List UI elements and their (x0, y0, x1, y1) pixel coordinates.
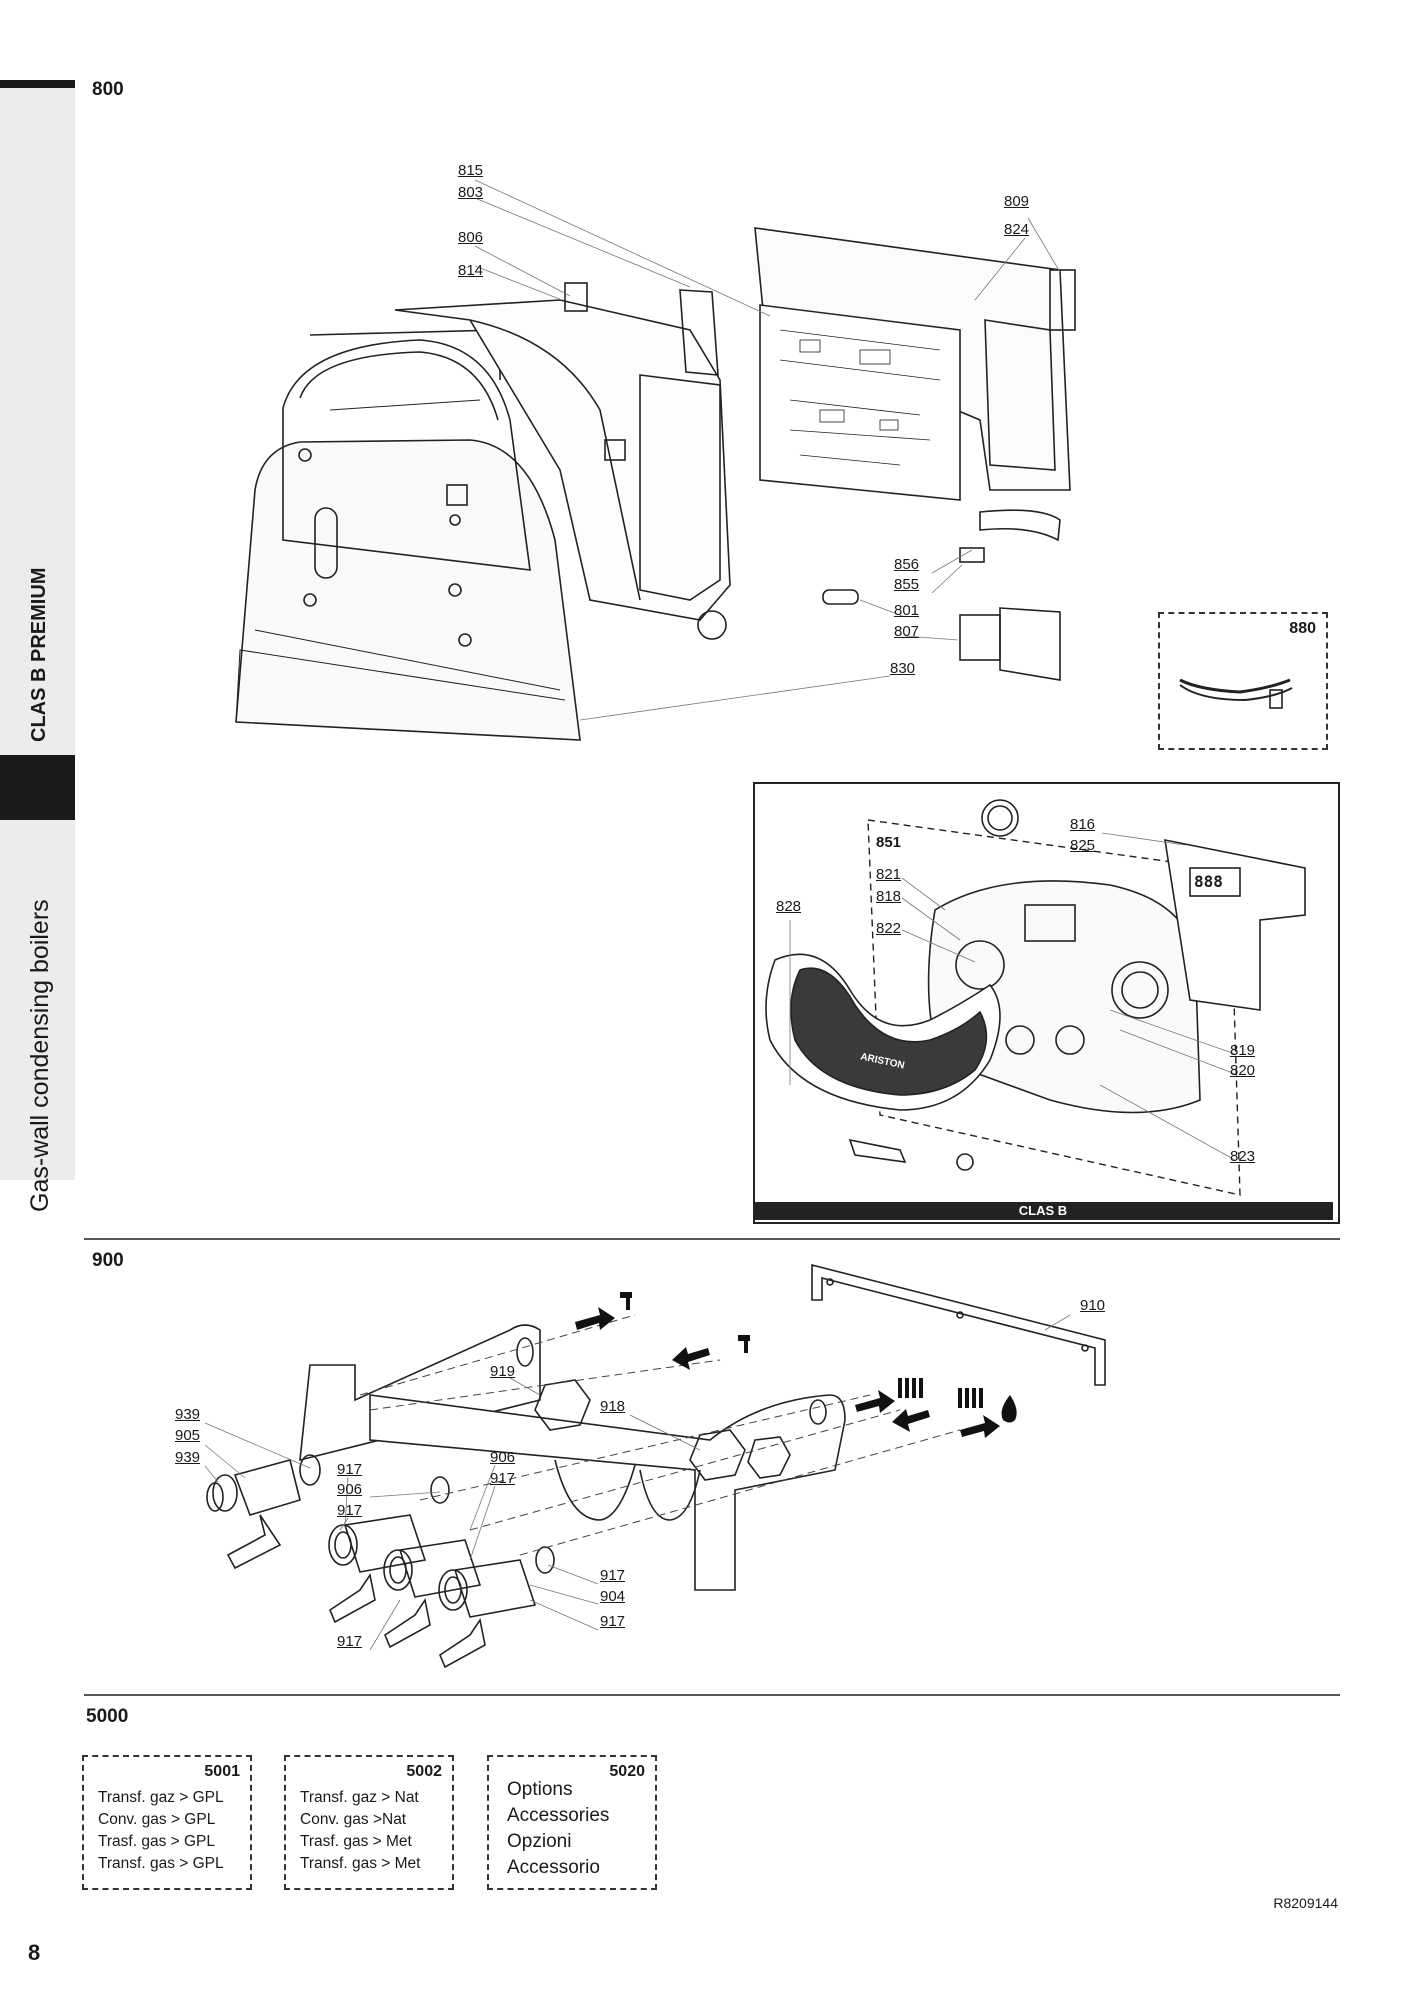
label-815: 815 (458, 162, 484, 179)
kit-5002-line: Trasf. gas > Met (300, 1833, 412, 1850)
label-816: 816 (1070, 816, 1096, 833)
kit-5002-box: 5002 Transf. gaz > Nat Conv. gas >Nat Tr… (284, 1755, 454, 1890)
label-801: 801 (894, 602, 920, 619)
label-806: 806 (458, 229, 484, 246)
label-855: 855 (894, 576, 920, 593)
kit-5001-code: 5001 (204, 1763, 240, 1780)
label-905: 905 (175, 1427, 201, 1444)
label-917-a: 917 (337, 1461, 363, 1478)
label-809: 809 (1004, 193, 1030, 210)
kit-5002-line: Transf. gaz > Nat (300, 1789, 419, 1806)
display-digits: 888 (1194, 872, 1223, 891)
label-917-d: 917 (600, 1567, 626, 1584)
section-5000-title: 5000 (86, 1706, 129, 1727)
clas-b-caption: CLAS B (753, 1202, 1333, 1220)
clas-b-panel (753, 782, 1340, 1224)
kit-5002-code: 5002 (406, 1763, 442, 1780)
label-814: 814 (458, 262, 484, 279)
label-917-f: 917 (337, 1633, 363, 1650)
document-reference: R8209144 (1273, 1895, 1338, 1911)
kit-5020-line: Accessories (507, 1805, 610, 1826)
label-917-b: 917 (337, 1502, 363, 1519)
label-856: 856 (894, 556, 920, 573)
label-803: 803 (458, 184, 484, 201)
kit-5001-line: Conv. gas > GPL (98, 1811, 216, 1828)
sidebar-marker-block (0, 755, 75, 820)
label-917-c: 917 (490, 1470, 516, 1487)
divider-800-900 (84, 1238, 1340, 1240)
kit-5002-line: Conv. gas >Nat (300, 1811, 407, 1828)
kit-5020-line: Options (507, 1779, 573, 1800)
label-818: 818 (876, 888, 902, 905)
label-919: 919 (490, 1363, 516, 1380)
label-917-e: 917 (600, 1613, 626, 1630)
label-823: 823 (1230, 1148, 1256, 1165)
section-900-title: 900 (92, 1250, 124, 1271)
part-880-box: 880 (1158, 612, 1328, 750)
sidebar-top-rule (0, 80, 75, 88)
divider-900-5000 (84, 1694, 1340, 1696)
kit-5001-line: Transf. gas > GPL (98, 1855, 224, 1872)
label-906-b: 906 (490, 1449, 516, 1466)
label-910: 910 (1080, 1297, 1106, 1314)
label-830: 830 (890, 660, 916, 677)
sidebar-band (0, 80, 75, 1180)
section-800-title: 800 (92, 79, 124, 100)
kit-5020-box: 5020 Options Accessories Opzioni Accesso… (487, 1755, 657, 1890)
label-918: 918 (600, 1398, 626, 1415)
label-904: 904 (600, 1588, 626, 1605)
label-906-a: 906 (337, 1481, 363, 1498)
label-828: 828 (776, 898, 802, 915)
label-939-top: 939 (175, 1406, 201, 1423)
label-851: 851 (876, 834, 902, 851)
page-number: 8 (28, 1940, 41, 1965)
kit-5020-line: Opzioni (507, 1831, 572, 1852)
kit-5001-line: Trasf. gas > GPL (98, 1833, 216, 1850)
label-819: 819 (1230, 1042, 1256, 1059)
label-822: 822 (876, 920, 902, 937)
kit-5020-line: Accessorio (507, 1857, 600, 1878)
part-880-code: 880 (1289, 620, 1316, 637)
kit-5001-line: Transf. gaz > GPL (98, 1789, 224, 1806)
label-821: 821 (876, 866, 902, 883)
kit-5002-line: Transf. gas > Met (300, 1855, 421, 1872)
label-820: 820 (1230, 1062, 1256, 1079)
label-825: 825 (1070, 837, 1096, 854)
label-939-bottom: 939 (175, 1449, 201, 1466)
kit-5020-code: 5020 (609, 1763, 645, 1780)
label-807: 807 (894, 623, 920, 640)
label-824: 824 (1004, 221, 1030, 238)
kit-5001-box: 5001 Transf. gaz > GPL Conv. gas > GPL T… (82, 1755, 252, 1890)
